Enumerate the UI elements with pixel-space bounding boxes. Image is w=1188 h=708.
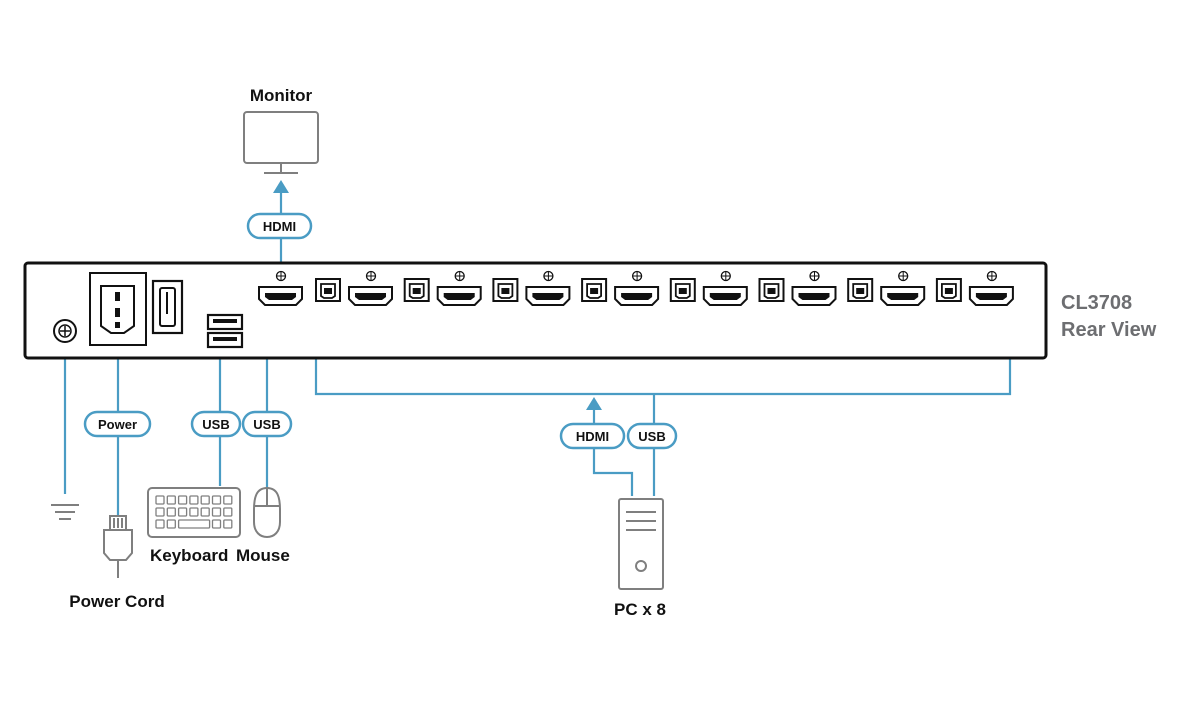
usb-a-port-icon	[206, 331, 244, 349]
pc-tower-icon	[618, 498, 664, 590]
model-label: CL3708	[1061, 292, 1132, 314]
pc-hdmi-arrow-icon	[586, 397, 602, 410]
pc-port-set-2	[403, 270, 482, 306]
usb-b-port-icon	[847, 278, 874, 302]
hdmi-port-icon	[614, 286, 660, 306]
cable-label-pc-usb: USB	[626, 422, 678, 450]
cable-label-mouse-usb: USB	[241, 410, 293, 438]
screw-icon	[898, 270, 909, 282]
monitor-icon	[243, 111, 319, 174]
pc-port-set-6	[758, 270, 837, 306]
usb-b-port-icon	[669, 278, 696, 302]
screw-icon	[275, 270, 287, 282]
keyboard-icon	[147, 487, 241, 538]
screw-icon	[720, 270, 731, 282]
hdmi-port-icon	[348, 286, 393, 306]
view-label: Rear View	[1061, 319, 1157, 341]
ground-icon	[51, 504, 79, 520]
screw-icon	[631, 270, 643, 282]
pc-port-set-3	[492, 270, 571, 306]
screw-icon	[543, 270, 554, 282]
kvm-rear-panel	[23, 261, 1048, 360]
console-hdmi-port	[258, 270, 303, 306]
mouse-icon	[253, 486, 281, 539]
svg-text:USB: USB	[253, 417, 280, 432]
svg-text:HDMI: HDMI	[263, 219, 296, 234]
pc-port-set-4	[581, 270, 660, 306]
keyboard-label: Keyboard	[150, 546, 228, 565]
pc-port-set-7	[847, 270, 926, 306]
ground-terminal-icon	[53, 319, 77, 343]
pc-port-set-1	[315, 270, 393, 306]
screw-icon	[986, 270, 998, 282]
usb-b-port-icon	[492, 278, 519, 302]
power-inlet-icon	[89, 272, 147, 346]
usb-a-port-icon	[206, 313, 244, 331]
pc-port-set-5	[669, 270, 748, 306]
hdmi-port-icon	[436, 286, 482, 306]
power-switch-icon[interactable]	[151, 279, 184, 335]
pc-hdmi-cable	[592, 406, 634, 496]
svg-text:HDMI: HDMI	[576, 429, 609, 444]
svg-text:USB: USB	[638, 429, 665, 444]
cable-label-monitor-hdmi: HDMI	[246, 212, 313, 240]
svg-text:Power: Power	[98, 417, 137, 432]
pc-port-set-8	[935, 270, 1014, 306]
cable-label-pc-hdmi: HDMI	[559, 422, 626, 450]
hdmi-port-icon	[791, 286, 837, 306]
cable-label-keyboard-usb: USB	[190, 410, 242, 438]
svg-text:USB: USB	[202, 417, 229, 432]
mouse-label: Mouse	[236, 546, 290, 565]
pc-port-group	[315, 270, 1014, 306]
screw-icon	[454, 270, 465, 282]
usb-b-port-icon	[935, 278, 962, 302]
usb-b-port-icon	[403, 278, 430, 302]
console-usb-ports	[206, 313, 244, 349]
pc-label: PC x 8	[614, 600, 666, 619]
usb-b-port-icon	[315, 278, 341, 302]
monitor-label: Monitor	[250, 86, 313, 105]
hdmi-port-icon	[258, 286, 303, 306]
monitor-arrow-icon	[273, 180, 289, 193]
hdmi-port-icon	[702, 286, 748, 306]
usb-b-port-icon	[758, 278, 785, 302]
power-cord-label: Power Cord	[69, 592, 164, 611]
cable-label-power: Power	[83, 410, 152, 438]
screw-icon	[365, 270, 377, 282]
power-plug-icon	[103, 515, 133, 578]
screw-icon	[809, 270, 820, 282]
hdmi-port-icon	[880, 286, 926, 306]
usb-b-port-icon	[581, 278, 608, 302]
hdmi-port-icon	[525, 286, 571, 306]
hdmi-port-icon	[968, 286, 1014, 306]
